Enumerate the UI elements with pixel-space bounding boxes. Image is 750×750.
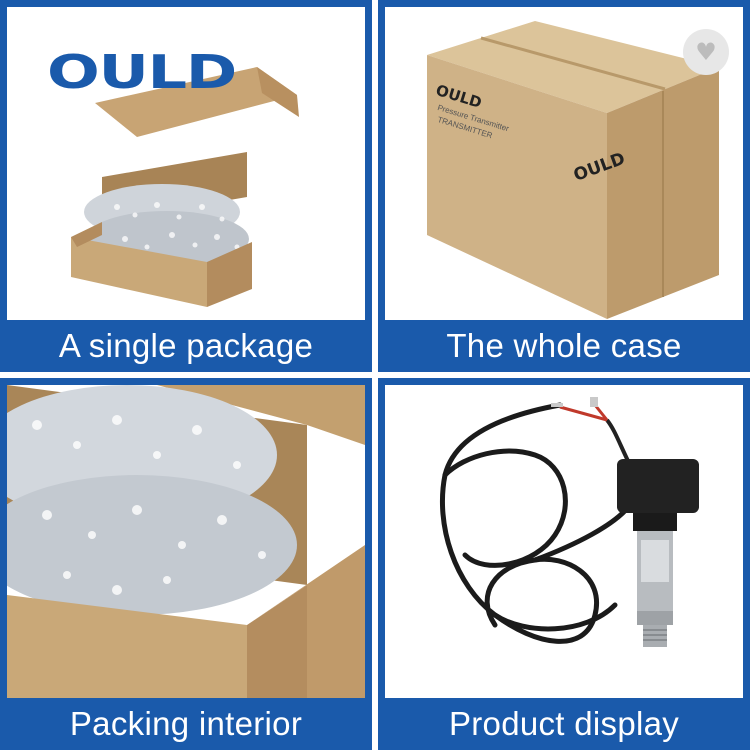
- panel-whole-case[interactable]: OULD Pressure Transmitter TRANSMITTER OU…: [378, 0, 750, 372]
- brand-logo: OULD: [47, 45, 237, 99]
- panel-packing-interior[interactable]: Packing interior: [0, 378, 372, 750]
- box-lid: [95, 67, 297, 137]
- panel-product-display[interactable]: Product display: [378, 378, 750, 750]
- thread: [643, 625, 667, 647]
- cable: [439, 402, 639, 644]
- packing-interior-illustration: [7, 385, 365, 698]
- case-left-side: [427, 55, 607, 319]
- product-display-photo: [385, 385, 743, 698]
- box-lid: [157, 385, 365, 445]
- box-side: [247, 585, 307, 698]
- caption-whole-case: The whole case: [446, 327, 682, 364]
- whole-case-illustration: [427, 21, 719, 319]
- box-lid-edge: [257, 67, 299, 117]
- single-package-illustration: [71, 67, 299, 307]
- caption-packing-interior: Packing interior: [69, 705, 303, 742]
- red-wire: [559, 405, 608, 422]
- bubble-wrap-roll: [7, 475, 297, 615]
- box-front: [71, 237, 207, 307]
- packing-interior-photo: [7, 385, 365, 698]
- box-side: [207, 242, 252, 307]
- caption-single-package: A single package: [58, 327, 314, 364]
- whole-case-photo: OULD Pressure Transmitter TRANSMITTER OU…: [385, 7, 743, 320]
- single-package-photo: OULD: [7, 7, 365, 320]
- favorite-button[interactable]: ♥: [683, 29, 729, 75]
- heart-icon: ♥: [695, 38, 717, 66]
- pressure-transmitter-illustration: [439, 397, 699, 647]
- panel-single-package[interactable]: OULD A single package: [0, 0, 372, 372]
- caption-product-display: Product display: [448, 705, 680, 742]
- box-front: [7, 595, 247, 698]
- connector-head: [617, 459, 699, 513]
